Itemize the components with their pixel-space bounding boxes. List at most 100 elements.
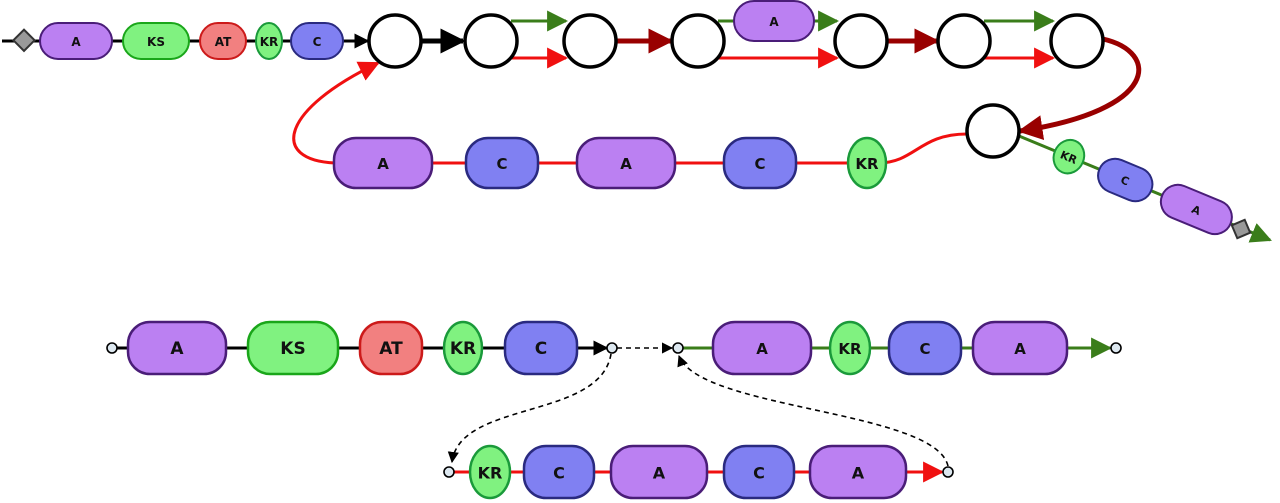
chain1-start-node[interactable] — [106, 342, 118, 354]
module-kr[interactable]: KR — [442, 320, 484, 376]
module-at[interactable]: AT — [199, 22, 247, 60]
module-c-shape — [1097, 157, 1154, 203]
module-a-shape — [1159, 183, 1233, 236]
chain3-start-node[interactable] — [443, 466, 455, 478]
state-node-8[interactable] — [965, 103, 1021, 159]
module-c[interactable]: C — [464, 136, 540, 190]
module-c-shape — [887, 320, 963, 376]
module-a[interactable]: A — [711, 320, 813, 376]
chain2: A KR C A — [711, 320, 1069, 376]
module-at-shape — [358, 320, 424, 376]
module-c-shape — [522, 444, 596, 500]
module-kr[interactable]: KR — [1049, 135, 1090, 178]
module-c[interactable]: C — [290, 22, 344, 60]
module-at[interactable]: AT — [358, 320, 424, 376]
module-c-label: C — [496, 155, 507, 173]
module-a[interactable]: A — [575, 136, 677, 190]
module-a-label: A — [852, 464, 865, 483]
loop-chain: A C A C KR — [332, 136, 888, 190]
chain2-start-node[interactable] — [672, 342, 684, 354]
module-at-label: AT — [379, 339, 403, 359]
module-a-label: A — [71, 35, 81, 49]
module-kr[interactable]: KR — [255, 22, 283, 60]
state-node-6[interactable] — [936, 13, 992, 69]
module-c-label: C — [753, 464, 765, 483]
module-ks-label: KS — [147, 35, 165, 49]
module-kr-label: KR — [260, 35, 279, 49]
module-a-shape — [126, 320, 228, 376]
chain1: A KS AT KR C — [126, 320, 579, 376]
chain1-end-node[interactable] — [606, 342, 618, 354]
state-node-1[interactable] — [367, 13, 423, 69]
branch-module: A — [733, 0, 815, 42]
module-kr-label: KR — [478, 464, 503, 483]
module-c-shape — [464, 136, 540, 190]
module-a[interactable]: A — [733, 0, 815, 42]
module-ks-label: KS — [280, 339, 305, 359]
module-a-shape — [808, 444, 908, 500]
module-c-label: C — [313, 35, 322, 49]
module-a-label: A — [653, 464, 666, 483]
module-c-shape — [503, 320, 579, 376]
module-a[interactable]: A — [332, 136, 434, 190]
state-node-5[interactable] — [833, 13, 889, 69]
module-at-label: AT — [215, 35, 232, 49]
module-a[interactable]: A — [1156, 180, 1237, 240]
module-kr-shape — [468, 444, 512, 500]
module-kr-shape — [442, 320, 484, 376]
module-a-shape — [39, 22, 113, 60]
module-c-shape — [722, 444, 796, 500]
state-node-4[interactable] — [670, 13, 726, 69]
module-ks-shape — [122, 22, 190, 60]
module-c[interactable]: C — [887, 320, 963, 376]
module-c[interactable]: C — [522, 444, 596, 500]
module-ks[interactable]: KS — [122, 22, 190, 60]
module-a-label: A — [1014, 340, 1026, 358]
edge-node7-to-node8-darkred — [1017, 36, 1142, 141]
start-marker-icon — [11, 28, 37, 53]
module-kr[interactable]: KR — [846, 136, 888, 190]
module-c-label: C — [553, 464, 565, 483]
module-a[interactable]: A — [609, 444, 709, 500]
module-c-label: C — [919, 340, 930, 358]
module-a-shape — [332, 136, 434, 190]
module-kr[interactable]: KR — [468, 444, 512, 500]
dashed-link-chain1-to-chain3 — [447, 353, 612, 464]
module-kr-label: KR — [1058, 148, 1079, 167]
module-c[interactable]: C — [503, 320, 579, 376]
module-a[interactable]: A — [126, 320, 228, 376]
exit-chain: KR CA — [1049, 135, 1237, 240]
state-node-7[interactable] — [1049, 13, 1105, 69]
module-a[interactable]: A — [971, 320, 1069, 376]
module-kr-label: KR — [855, 155, 879, 173]
module-a-shape — [711, 320, 813, 376]
module-c-shape — [290, 22, 344, 60]
chain2-end-node[interactable] — [1110, 342, 1122, 354]
module-c-label: C — [754, 155, 765, 173]
module-kr-label: KR — [838, 340, 862, 358]
chain3-end-node[interactable] — [942, 466, 954, 478]
module-a-label: A — [620, 155, 632, 173]
module-c-shape — [722, 136, 798, 190]
state-node-2[interactable] — [463, 13, 519, 69]
module-ks[interactable]: KS — [246, 320, 340, 376]
module-ks-shape — [246, 320, 340, 376]
module-c[interactable]: C — [722, 444, 796, 500]
module-kr[interactable]: KR — [828, 320, 872, 376]
module-a-label: A — [756, 340, 768, 358]
module-a-label: A — [170, 339, 184, 359]
module-a[interactable]: A — [39, 22, 113, 60]
chain3: KR C A C A — [468, 444, 908, 500]
initial-chain: A KS AT KR C — [39, 22, 344, 60]
module-a[interactable]: A — [808, 444, 908, 500]
edge-loop-to-node1 — [292, 61, 380, 165]
module-c-label: C — [535, 339, 547, 359]
state-node-3[interactable] — [562, 13, 618, 69]
module-a-shape — [575, 136, 677, 190]
module-a-shape — [733, 0, 815, 42]
module-c[interactable]: C — [722, 136, 798, 190]
dashed-link-chain3-to-chain2 — [677, 354, 949, 467]
module-c[interactable]: C — [1093, 154, 1158, 207]
